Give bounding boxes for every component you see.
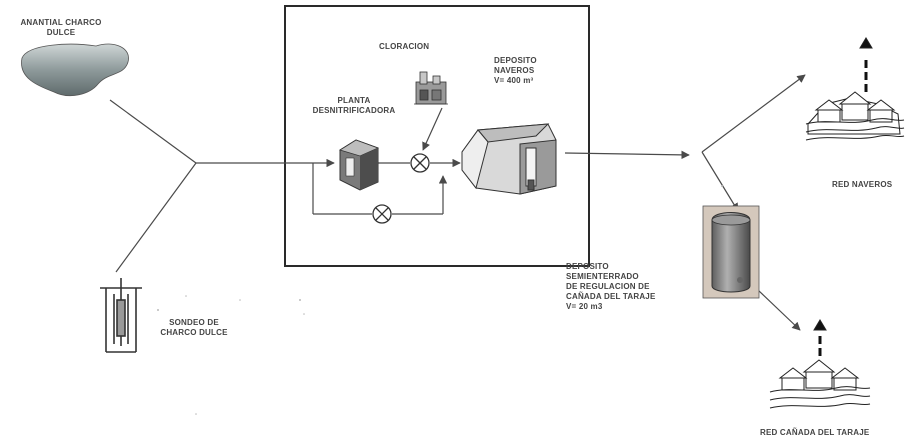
cylindrical-tank-icon [702,205,760,299]
chlorination-label: CLORACION [379,42,429,52]
red-canada-label-text: RED CAÑADA DEL TARAJE [760,428,870,437]
spring-label-line: ANANTIAL CHARCO [20,18,102,27]
naveros-tank-label: DEPOSITO NAVEROS V= 400 m³ [494,56,537,86]
spring-icon [21,43,129,97]
treatment-unit-icon [339,139,380,191]
treatment-plant-label: PLANTA DESNITRIFICADORA [304,96,404,116]
chlorination-label-text: CLORACION [379,42,430,51]
bypass-valve-icon [372,204,392,224]
red-naveros-label: RED NAVEROS [832,180,892,190]
semi-buried-tank-label-line: SEMIENTERRADO [566,272,639,281]
semi-buried-tank-label-line: CAÑADA DEL TARAJE [566,292,656,301]
semi-buried-tank-label: DEPOSITO SEMIENTERRADO DE REGULACION DE … [566,262,655,312]
naveros-tank-label-line: NAVEROS [494,66,535,75]
spring-label: ANANTIAL CHARCO DULCE [6,18,116,38]
treatment-plant-label-line: PLANTA [337,96,371,105]
pipelines [109,74,806,331]
valve-icon [410,153,430,173]
semi-buried-tank-label-line: V= 20 m3 [566,302,603,311]
town-houses-icon-2 [769,319,871,409]
treatment-plant-label-line: DESNITRIFICADORA [312,106,396,115]
naveros-tank-label-line: V= 400 m³ [494,76,534,85]
semi-buried-tank-label-line: DEPOSITO [566,262,609,271]
semi-buried-tank-label-line: DE REGULACION DE [566,282,650,291]
borehole-label-line: CHARCO DULCE [160,328,228,337]
borehole-label-line: SONDEO DE [169,318,219,327]
red-naveros-label-text: RED NAVEROS [832,180,893,189]
borehole-label: SONDEO DE CHARCO DULCE [150,318,238,338]
treatment-enclosure [284,5,590,267]
town-houses-icon [805,37,905,141]
reservoir-icon [461,123,557,195]
red-canada-label: RED CAÑADA DEL TARAJE [760,428,869,438]
chlorine-dosing-icon [414,71,448,105]
naveros-tank-label-line: DEPOSITO [494,56,537,65]
borehole-icon [100,278,142,353]
spring-label-line: DULCE [46,28,76,37]
scan-specks [157,185,723,415]
